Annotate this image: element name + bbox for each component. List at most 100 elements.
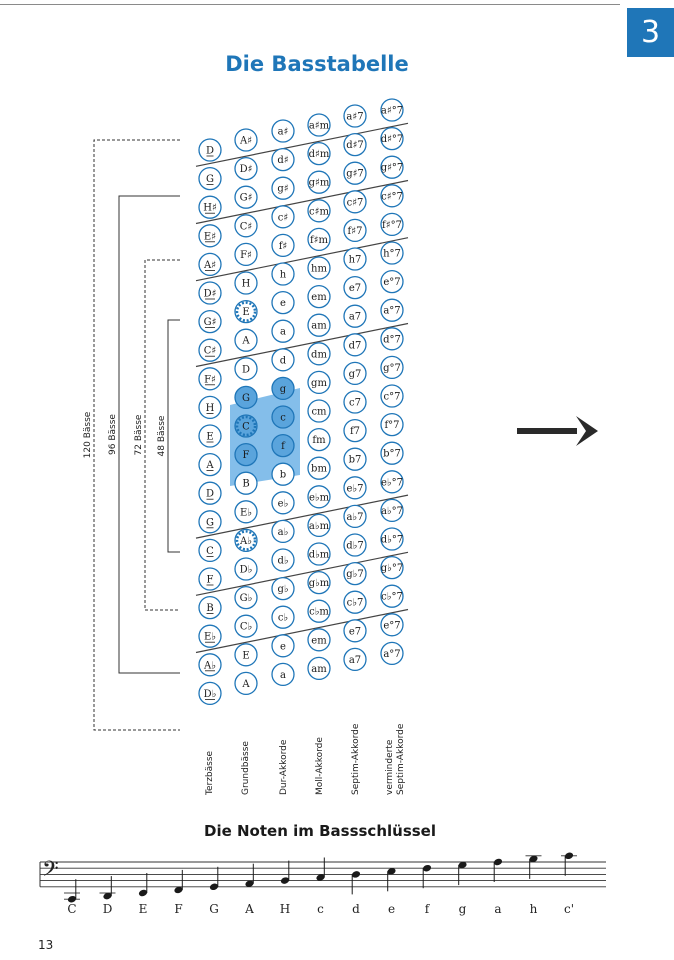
button-ring <box>271 262 295 286</box>
button-ring <box>380 527 404 551</box>
note: c' <box>561 852 577 916</box>
note-head <box>422 864 432 872</box>
button-ring <box>343 104 367 128</box>
bass-button: G <box>198 166 222 191</box>
button-ring <box>380 384 404 408</box>
note: G <box>209 866 219 916</box>
bass-button: c♯m <box>307 199 331 223</box>
bass-button: am <box>307 313 331 337</box>
button-ring <box>307 256 331 280</box>
button-label: H <box>242 279 251 290</box>
bass-button: g♭ <box>271 576 295 601</box>
button-ring <box>234 671 258 696</box>
button-label: dm <box>311 349 327 360</box>
button-label: B <box>206 603 213 614</box>
button-ring <box>307 513 331 538</box>
note: d <box>351 871 360 916</box>
bass-clef-staff: 𝄢 <box>39 857 606 888</box>
button-label: d°7 <box>383 334 401 345</box>
column-label: Grundbässe <box>241 741 251 795</box>
button-ring <box>343 304 367 328</box>
button-label: e°7 <box>383 620 400 631</box>
note: f <box>422 864 432 916</box>
button-label: E♭ <box>204 632 216 643</box>
button-label: a <box>280 670 286 681</box>
bass-button: am <box>307 656 331 681</box>
bass-button: bm <box>307 456 331 480</box>
button-ring <box>198 653 222 677</box>
bass-button: e°7 <box>380 613 404 637</box>
button-ring <box>307 628 331 652</box>
row-separator-line <box>195 322 409 368</box>
button-ring <box>271 233 295 258</box>
bass-button: a♭m <box>307 513 331 538</box>
bass-button: a♯7 <box>343 104 367 128</box>
button-label: G <box>206 517 214 528</box>
button-label: G <box>242 393 250 404</box>
button-label: f♯ <box>279 241 288 252</box>
button-ring <box>234 128 258 152</box>
button-ring <box>198 166 222 191</box>
arrow-head <box>576 416 598 446</box>
button-ring <box>343 161 367 185</box>
button-ring <box>307 485 331 509</box>
bass-button: A <box>234 328 258 352</box>
button-label: F♯ <box>240 250 252 261</box>
bass-button: G <box>234 385 258 410</box>
bass-button: G <box>198 510 222 534</box>
button-label: D <box>206 489 214 500</box>
button-label: C♯ <box>204 346 217 357</box>
button-ring <box>307 113 331 137</box>
button-label: f♯7 <box>348 226 363 237</box>
button-ring <box>307 227 331 252</box>
bass-button: d♯7 <box>343 132 367 157</box>
bass-button: F♯ <box>198 367 222 391</box>
bass-button: f♯m <box>307 227 331 252</box>
bass-button: d♭°7 <box>380 527 404 551</box>
button-label: a♭m <box>309 521 330 532</box>
button-label: e♭7 <box>347 483 364 494</box>
button-ring <box>234 585 258 610</box>
bass-button: a♭ <box>271 519 295 544</box>
bass-button: H <box>234 271 258 295</box>
button-ring <box>380 269 404 294</box>
button-label: A♭ <box>203 660 216 671</box>
bass-button: g♯°7 <box>380 155 404 179</box>
button-ring <box>343 447 367 471</box>
button-label: G♭ <box>240 593 253 604</box>
button-ring <box>380 327 404 351</box>
button-ring <box>343 647 367 672</box>
bass-button: E♭ <box>234 500 258 524</box>
button-label: g <box>280 384 287 395</box>
button-label: c♭m <box>309 607 329 618</box>
button-label: gm <box>311 378 327 389</box>
button-label: E <box>242 307 249 318</box>
bass-button: a7 <box>343 304 367 328</box>
button-label: d♯7 <box>346 140 364 151</box>
row-separator-line <box>195 179 409 225</box>
button-label: e <box>280 298 286 309</box>
note-head <box>209 883 219 891</box>
button-label: C♭ <box>240 622 253 633</box>
button-label: hm <box>311 264 327 275</box>
note: e <box>387 868 396 916</box>
button-ring <box>198 252 222 277</box>
note-head <box>138 889 148 897</box>
button-label: e°7 <box>383 277 400 288</box>
button-label: b <box>280 470 286 481</box>
button-label: a♯m <box>309 121 330 132</box>
bass-button: f♯ <box>271 233 295 258</box>
button-ring <box>198 338 222 362</box>
bass-button: gm <box>307 370 331 395</box>
button-ring <box>234 471 258 495</box>
bass-button: A♯ <box>198 252 222 277</box>
note-label: g <box>459 902 467 916</box>
button-label: D <box>242 364 250 375</box>
note-head <box>245 880 254 887</box>
button-ring <box>307 570 331 595</box>
bass-button: h7 <box>343 247 367 271</box>
button-label: a7 <box>349 312 361 323</box>
bass-button: f7 <box>343 418 367 443</box>
button-ring <box>380 555 404 580</box>
button-ring <box>234 357 258 381</box>
